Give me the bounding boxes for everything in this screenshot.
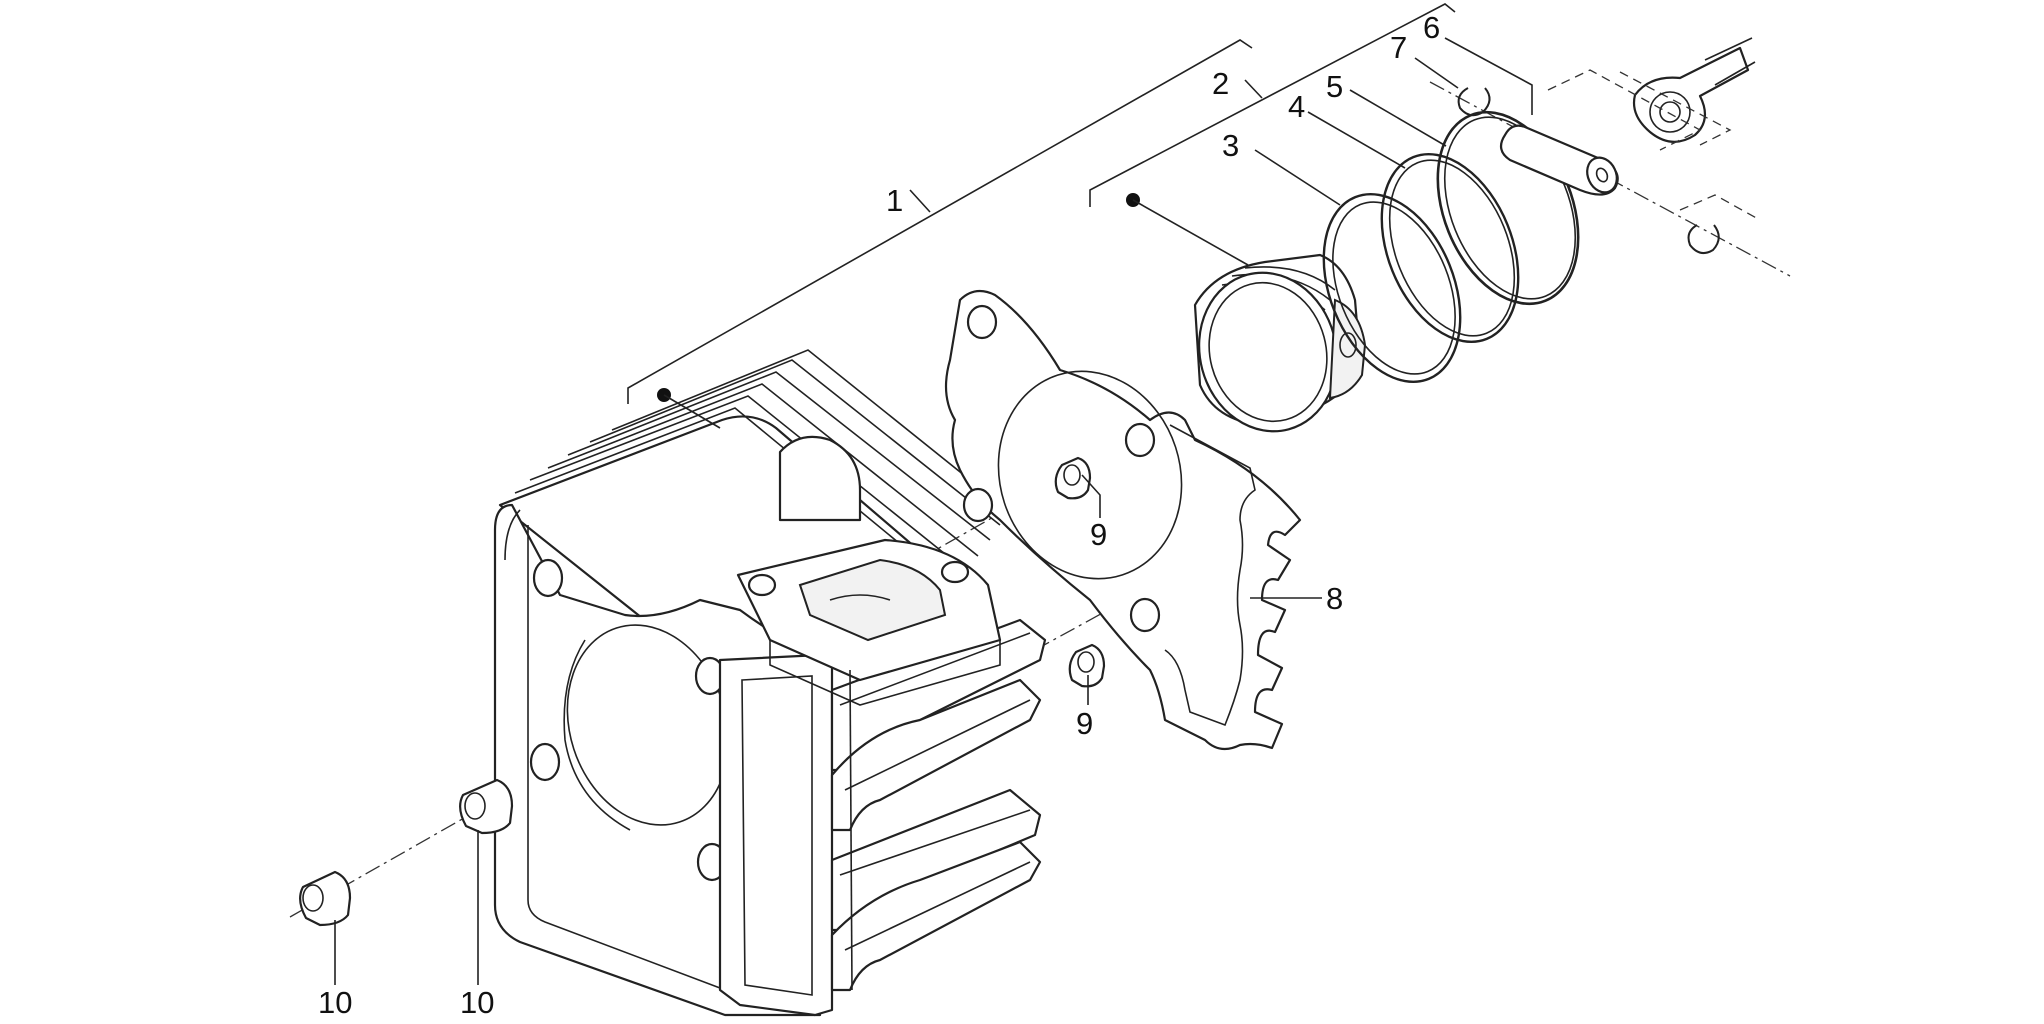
piston [1193, 253, 1367, 433]
assembly-guide-lines [1547, 69, 1761, 221]
wrist-pin [1499, 124, 1619, 196]
callout-2: 2 [1212, 66, 1229, 101]
connecting-rod [1632, 37, 1756, 143]
callout-9-lower: 9 [1076, 706, 1093, 741]
callout-1: 1 [886, 183, 903, 218]
circlips [1457, 87, 1720, 255]
leader-lines [334, 37, 1533, 985]
callout-labels: 1 2 3 4 5 6 7 8 9 9 10 10 [318, 10, 1440, 1020]
callout-10-right: 10 [460, 985, 494, 1019]
group-brackets [627, 3, 1456, 429]
dowel-pins [1054, 456, 1106, 688]
cylinder-block [493, 349, 1047, 1017]
cylinder-base-gasket [944, 289, 1302, 751]
callout-5: 5 [1326, 69, 1343, 104]
callout-10-left: 10 [318, 985, 352, 1019]
callout-6: 6 [1423, 10, 1440, 45]
bushing-dowels [299, 778, 514, 927]
callout-7: 7 [1390, 30, 1407, 65]
callout-4: 4 [1288, 89, 1305, 124]
callout-9-upper: 9 [1090, 517, 1107, 552]
callout-8: 8 [1326, 581, 1343, 616]
callout-3: 3 [1222, 128, 1239, 163]
